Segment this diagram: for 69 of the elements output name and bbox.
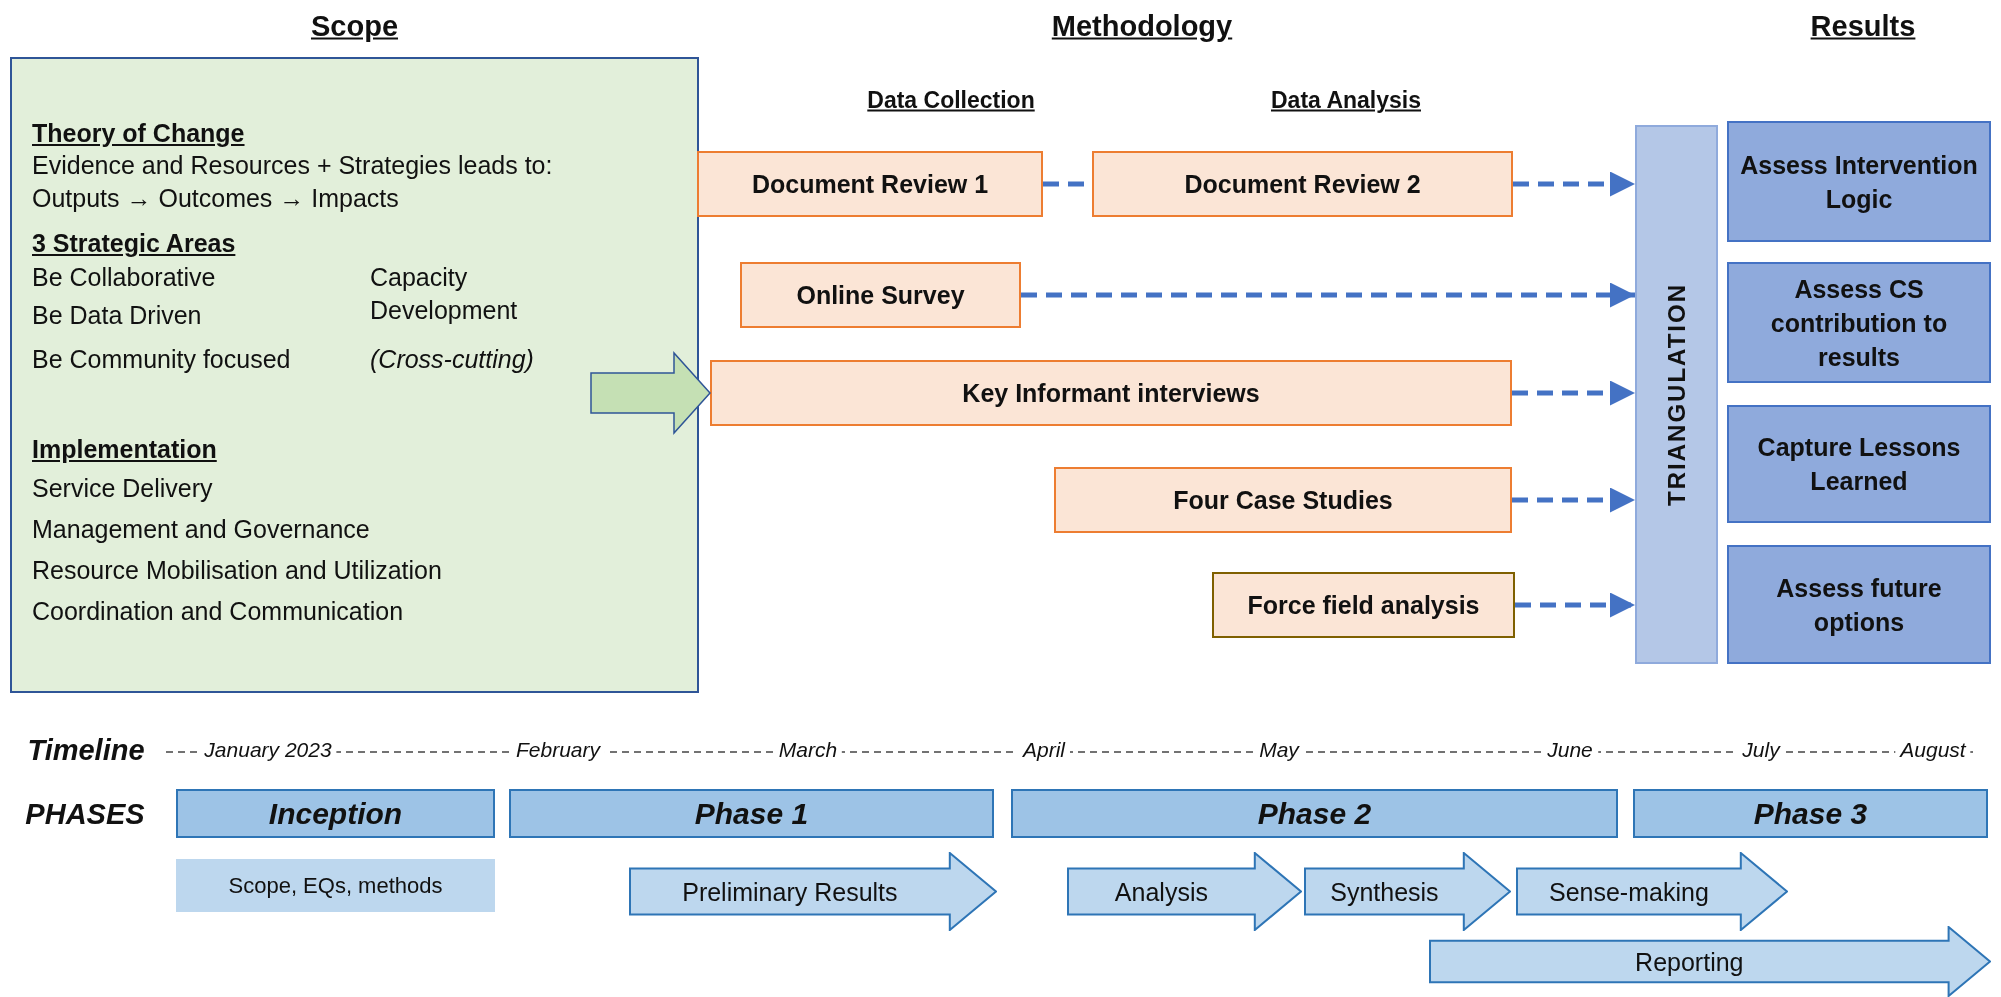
row-heading: PHASES	[25, 797, 145, 831]
section-heading: 3 Strategic Areas	[32, 228, 236, 259]
method-box	[740, 262, 1021, 328]
method-box	[1212, 572, 1515, 638]
result-box	[1727, 545, 1991, 664]
box-label: Assess Intervention Logic	[1739, 149, 1979, 215]
box-label: Assess future options	[1775, 572, 1943, 638]
box-label: Capture Lessons Learned	[1756, 432, 1962, 497]
scope-panel	[10, 57, 699, 693]
activity-step	[1304, 852, 1511, 931]
subheading: Data Analysis	[1271, 86, 1421, 114]
phase-bar	[1011, 789, 1618, 838]
box-label: Document Review 1	[751, 169, 989, 199]
box-label: Assess CS contribution to results	[1769, 273, 1949, 373]
activity-step	[1067, 852, 1302, 931]
result-box	[1727, 121, 1991, 242]
section-heading: Implementation	[32, 434, 217, 465]
activity-label: Preliminary Results	[681, 877, 899, 906]
box-label: Scope, EQs, methods	[228, 872, 443, 899]
result-box	[1727, 405, 1991, 523]
arrow	[1512, 487, 1635, 513]
activity-label: Sense-making	[1548, 877, 1710, 906]
arrow	[1515, 592, 1635, 618]
vertical-label: TRIANGULATION	[1662, 283, 1691, 506]
arrow	[1021, 282, 1635, 308]
box-label: Key Informant interviews	[962, 378, 1260, 408]
subheading: Data Collection	[867, 86, 1035, 114]
activity-label: Analysis	[1113, 877, 1209, 906]
list-item: Management and Governance	[32, 514, 370, 545]
phase-bar	[509, 789, 994, 838]
box-label: Four Case Studies	[1173, 485, 1393, 515]
list-item: Service Delivery	[32, 473, 213, 504]
activity-step	[629, 852, 997, 931]
arrow	[1513, 171, 1635, 197]
panel-heading: Scope	[311, 9, 398, 43]
list-item: Capacity Development	[370, 262, 519, 326]
list-item: Be Community focused	[32, 344, 291, 375]
activity-step	[1429, 926, 1991, 997]
activity-label: Reporting	[1634, 947, 1745, 976]
column-heading: Results	[1810, 9, 1916, 43]
box-label: Phase 3	[1753, 796, 1868, 831]
list-item: Evidence and Resources + Strategies leads to: Outputs → Outcomes → Impacts	[32, 150, 554, 214]
method-box	[697, 151, 1043, 217]
list-item: Coordination and Communication	[32, 596, 404, 627]
section-heading: Theory of Change	[32, 118, 245, 149]
note-text: (Cross-cutting)	[370, 344, 534, 375]
phase-bar	[1633, 789, 1988, 838]
box-label: Online Survey	[796, 280, 965, 310]
method-box	[1054, 467, 1512, 533]
task-box	[176, 859, 495, 912]
list-item: Be Collaborative	[32, 262, 216, 293]
triangulation-bar	[1635, 125, 1718, 664]
box-label: Force field analysis	[1247, 590, 1480, 620]
list-item: Resource Mobilisation and Utilization	[32, 555, 442, 586]
activity-label: Synthesis	[1329, 877, 1440, 906]
box-label: Phase 2	[1257, 796, 1372, 831]
list-item: Be Data Driven	[32, 300, 202, 331]
phase-bar	[176, 789, 495, 838]
box-label: Inception	[268, 796, 403, 831]
column-heading: Methodology	[1051, 9, 1233, 43]
arrow	[1512, 380, 1635, 406]
box-label: Phase 1	[694, 796, 809, 831]
result-box	[1727, 262, 1991, 383]
block-arrow	[590, 351, 711, 435]
row-heading: Timeline	[27, 733, 145, 767]
method-box	[1092, 151, 1513, 217]
method-box	[710, 360, 1512, 426]
activity-step	[1516, 852, 1788, 931]
box-label: Document Review 2	[1184, 169, 1421, 199]
